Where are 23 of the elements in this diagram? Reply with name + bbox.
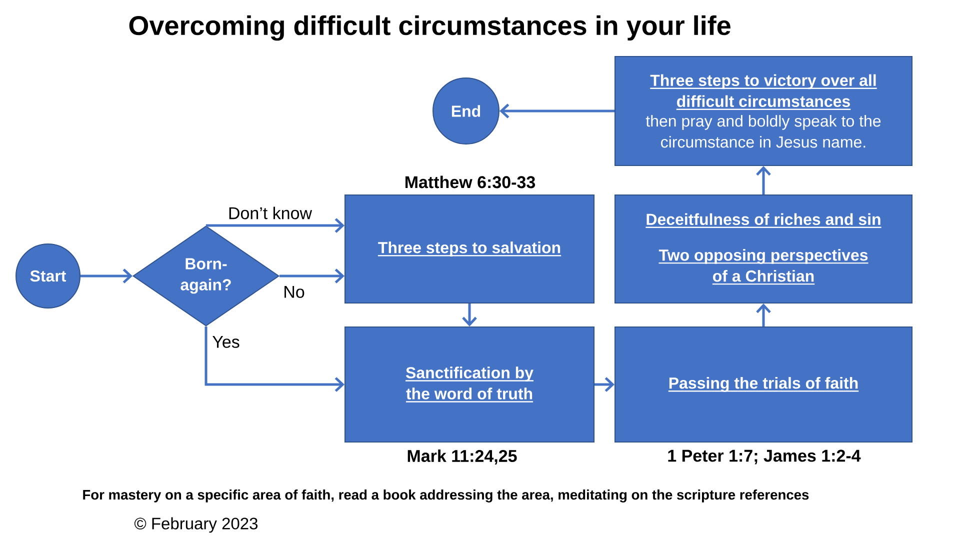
process-box: Passing the trials of faith (614, 326, 912, 442)
arrow (756, 303, 771, 326)
title: Overcoming difficult circumstances in your life (129, 15, 730, 41)
reference-label: Mark 11:24,25 (408, 450, 517, 464)
process-box: Deceitfulness of riches and sin Two opposing perspectives of a Christian (614, 194, 912, 304)
arrow (756, 166, 771, 194)
arrow (462, 303, 477, 326)
copyright-note: © February 2023 (134, 517, 258, 533)
arrow (206, 218, 344, 233)
reference-label: 1 Peter 1:7; James 1:2-4 (668, 450, 861, 464)
arrow (280, 268, 344, 284)
arrow (500, 104, 614, 118)
arrow (594, 377, 614, 392)
arrow (204, 326, 344, 392)
reference-label: Matthew 6:30-33 (406, 176, 536, 188)
process-box: Sanctification by the word of truth (344, 326, 594, 442)
edge-label: Don’t know (226, 206, 314, 220)
arrow (80, 268, 133, 284)
process-box: Three steps to salvation (344, 194, 594, 304)
edge-label: Yes (211, 335, 241, 349)
footnote: For mastery on a specific area of faith, read a book addressing the area, meditating on the scripture references (83, 490, 809, 502)
process-box: Three steps to victory over all difficult circumstances then pray and boldly speak to the circumstance in Jesus name. (614, 56, 912, 166)
edge-label: No (282, 285, 306, 299)
